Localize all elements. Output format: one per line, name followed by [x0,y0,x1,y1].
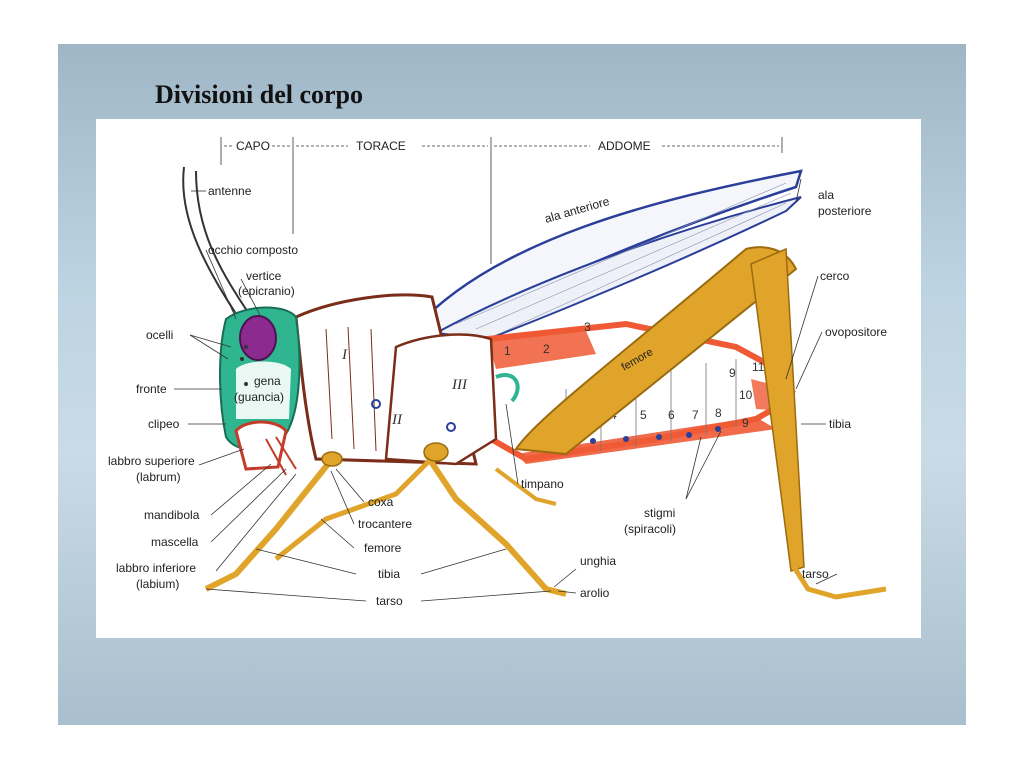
slide-title: Divisioni del corpo [155,80,364,109]
label-cerco: cerco [820,269,850,283]
region-header: CAPO TORACE ADDOME [220,137,783,264]
thorax-segment-II: II [391,412,403,428]
hind-tibia [750,247,805,572]
abdomen-segment-1: 1 [504,344,511,358]
label-guancia: (guancia) [234,390,284,404]
label-mascella: mascella [151,535,199,549]
head [219,306,301,476]
label-timpano: timpano [521,477,564,491]
label-fronte: fronte [136,382,167,396]
region-label-capo: CAPO [236,139,270,153]
grasshopper-diagram: CAPO TORACE ADDOME 1 2 3 4 5 6 7 [96,119,921,638]
label-coxa: coxa [368,495,394,509]
legs [204,246,887,600]
label-labbro-inferiore: labbro inferiore [116,561,196,575]
label-gena: gena [254,374,281,388]
region-label-torace: TORACE [356,139,406,153]
part-labels: antenne occhio composto vertice (epicran… [108,184,887,608]
grasshopper-illustration: CAPO TORACE ADDOME 1 2 3 4 5 6 7 [108,137,887,608]
label-tarso-right: tarso [802,567,829,581]
abdomen-segment-9-upper: 9 [729,366,736,380]
abdomen-segment-10: 10 [739,388,753,402]
compound-eye [239,315,277,361]
label-labium: (labium) [136,577,179,591]
abdomen-segment-9-lower: 9 [742,416,749,430]
label-ovopositore: ovopositore [825,325,887,339]
label-spiracoli: (spiracoli) [624,522,676,536]
leader-lines [174,178,838,602]
wing-posterior [432,196,802,341]
abdomen-segment-3: 3 [584,320,591,334]
label-vertice: vertice [246,269,282,283]
label-mandibola: mandibola [144,508,200,522]
abdomen-segment-7: 7 [692,408,699,422]
hind-femur [514,246,798,456]
label-epicranio: (epicranio) [238,284,295,298]
label-trocantere: trocantere [358,517,412,531]
label-antenne: antenne [208,184,252,198]
label-tarso: tarso [376,594,403,608]
label-tibia-right: tibia [829,417,851,431]
label-ala: ala [818,188,834,202]
label-femore: femore [364,541,402,555]
region-label-addome: ADDOME [598,139,651,153]
label-unghia: unghia [580,554,616,568]
label-stigmi: stigmi [644,506,675,520]
thorax: I II III [294,293,520,466]
label-arolio: arolio [580,586,610,600]
abdomen-segment-6: 6 [668,408,675,422]
label-posteriore: posteriore [818,204,872,218]
thorax-segment-III: III [451,377,468,393]
thorax-segment-I: I [341,347,348,363]
label-occhio-composto: occhio composto [208,243,298,257]
abdomen-segment-2: 2 [543,342,550,356]
abdomen-segment-11: 11 [752,360,765,374]
abdomen-segment-5: 5 [640,408,647,422]
label-tibia: tibia [378,567,400,581]
abdomen-segment-8: 8 [715,406,722,420]
label-clipeo: clipeo [148,417,180,431]
label-labrum: (labrum) [136,470,181,484]
wings [411,169,803,341]
label-ocelli: ocelli [146,328,173,342]
label-labbro-superiore: labbro superiore [108,454,195,468]
